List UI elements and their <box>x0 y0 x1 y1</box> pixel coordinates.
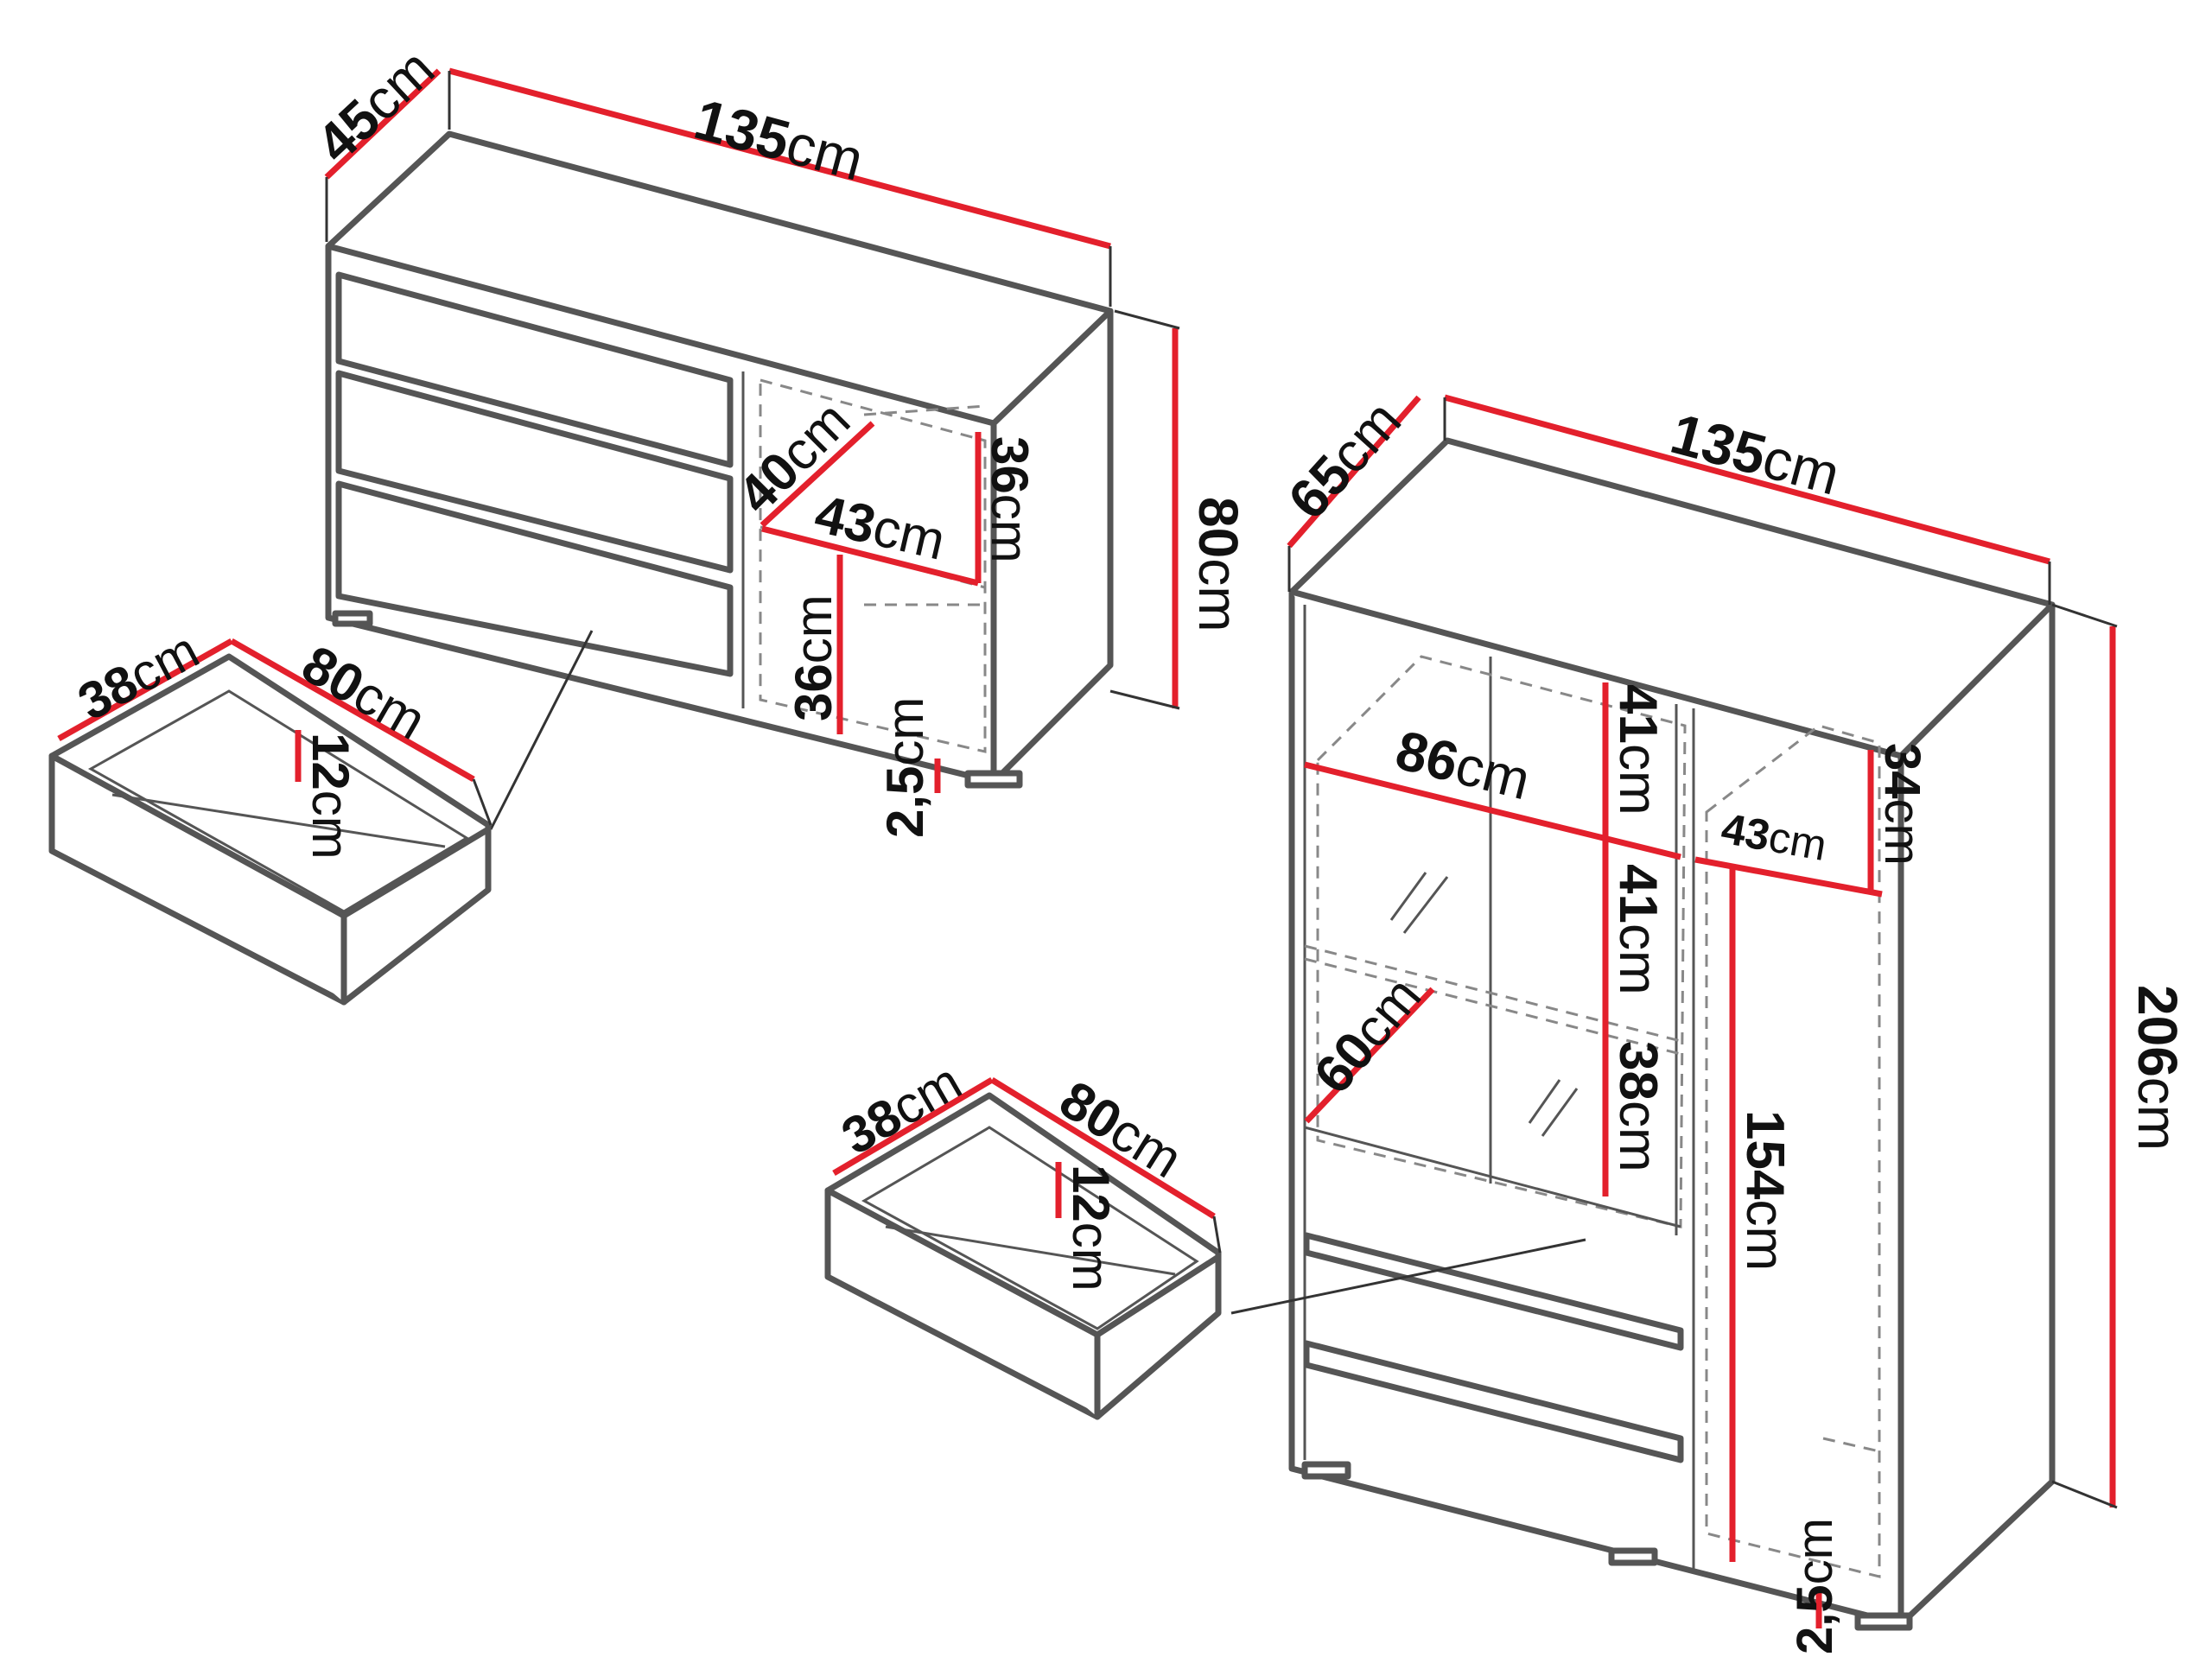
dim-line-cabinet-width <box>1444 394 2050 565</box>
dim-line-drawer2-width <box>990 1077 1216 1219</box>
dresser-foot-right <box>964 770 1023 789</box>
cabinet <box>1230 437 2056 1631</box>
cabinet-side-edge <box>1897 601 2056 759</box>
label-cabinet-right-height: 154cm <box>1735 1110 1795 1271</box>
label-dresser-height: 80cm <box>1187 497 1249 632</box>
drawer-2-inner <box>861 1126 1199 1330</box>
dim-line-dresser-comp-depth <box>760 421 875 528</box>
cabinet-right-shelf <box>1822 1437 1880 1453</box>
dresser-drawer-front-3 <box>335 480 734 677</box>
dim-line-dresser-depth <box>324 68 442 180</box>
dim-line-cabinet-right-width <box>1694 856 1883 898</box>
cabinet-drawer-pointer <box>1230 1238 1586 1315</box>
dim-line-cabinet-glass-width <box>1304 761 1681 860</box>
drawer-1 <box>48 653 492 1006</box>
drawer-1-inner-floor <box>111 793 446 848</box>
dim-line-cabinet-depth <box>1287 395 1421 549</box>
dim-line-drawer2-depth <box>832 1076 994 1177</box>
ext-cabinet-height-bottom <box>2051 1480 2118 1509</box>
cabinet-glass-reflection-3 <box>1528 1079 1561 1124</box>
ext-drawer2-width <box>1212 1216 1222 1254</box>
label-cabinet-right-top: 34cm <box>1874 743 1930 866</box>
cabinet-foot-left <box>1301 1461 1351 1480</box>
dim-line-dresser-width <box>448 67 1111 250</box>
dim-line-cabinet-inner-depth <box>1304 987 1435 1124</box>
cabinet-drawer-front-1 <box>1303 1232 1684 1351</box>
label-cabinet-shelf1: 41cm <box>1608 684 1668 816</box>
cabinet-glass-shelf-1 <box>1304 944 1681 1043</box>
drawer-2-body <box>824 1092 1222 1420</box>
ext-cabinet-height-top <box>2051 603 2118 628</box>
cabinet-glass-reflection-1 <box>1389 872 1427 921</box>
drawer-1-side-edge <box>340 826 492 919</box>
dim-line-drawer1-width <box>230 638 475 783</box>
cabinet-foot-center <box>1608 1547 1658 1566</box>
drawer-1-inner <box>87 689 469 913</box>
label-cabinet-plinth: 2,5cm <box>1787 1518 1843 1654</box>
cabinet-glass-reflection-2 <box>1402 876 1449 934</box>
cabinet-glass-interior <box>1316 655 1687 1228</box>
label-drawer2-height: 12cm <box>1062 1165 1120 1292</box>
label-dresser-width: 135cm <box>688 86 870 193</box>
dresser-side-edge <box>990 308 1114 427</box>
dresser <box>325 130 1114 830</box>
cabinet-drawer-front-2 <box>1303 1340 1684 1463</box>
cabinet-right-compartment <box>1705 724 1881 1578</box>
label-dresser-comp-height1: 36cm <box>981 436 1039 563</box>
label-drawer1-height: 12cm <box>302 733 359 860</box>
dresser-foot-left <box>332 610 373 627</box>
label-dresser-plinth: 2,5cm <box>876 697 934 838</box>
ext-dresser-height-bottom <box>1109 689 1180 710</box>
cabinet-glass-shelf-2 <box>1304 957 1681 1056</box>
label-cabinet-shelf2: 41cm <box>1608 864 1668 995</box>
cabinet-glass-reflection-4 <box>1541 1088 1579 1137</box>
dim-line-dresser-comp-width <box>761 525 979 587</box>
cabinet-glass-bottom <box>1304 1126 1681 1228</box>
dresser-drawer-pointer <box>489 630 594 830</box>
dresser-drawer-front-1 <box>335 271 734 468</box>
ext-drawer1-width <box>472 778 493 826</box>
cabinet-foot-right <box>1854 1612 1913 1631</box>
dresser-open-compartment <box>759 378 987 753</box>
drawer-2-side-edge <box>1094 1254 1222 1338</box>
drawer-2 <box>824 1092 1222 1420</box>
label-dresser-comp-height2: 36cm <box>785 594 842 721</box>
label-dresser-comp-width: 43cm <box>810 484 950 571</box>
drawer-2-inner-floor <box>885 1225 1176 1276</box>
label-cabinet-height: 206cm <box>2126 985 2189 1151</box>
ext-dresser-height-top <box>1114 309 1180 330</box>
dim-line-drawer1-depth <box>57 638 233 742</box>
label-cabinet-right-width: 43cm <box>1718 804 1830 870</box>
label-cabinet-shelf3: 38cm <box>1608 1041 1668 1172</box>
dresser-drawer-front-2 <box>335 370 734 574</box>
drawer-1-body <box>48 653 492 1006</box>
label-cabinet-width: 135cm <box>1664 401 1847 507</box>
